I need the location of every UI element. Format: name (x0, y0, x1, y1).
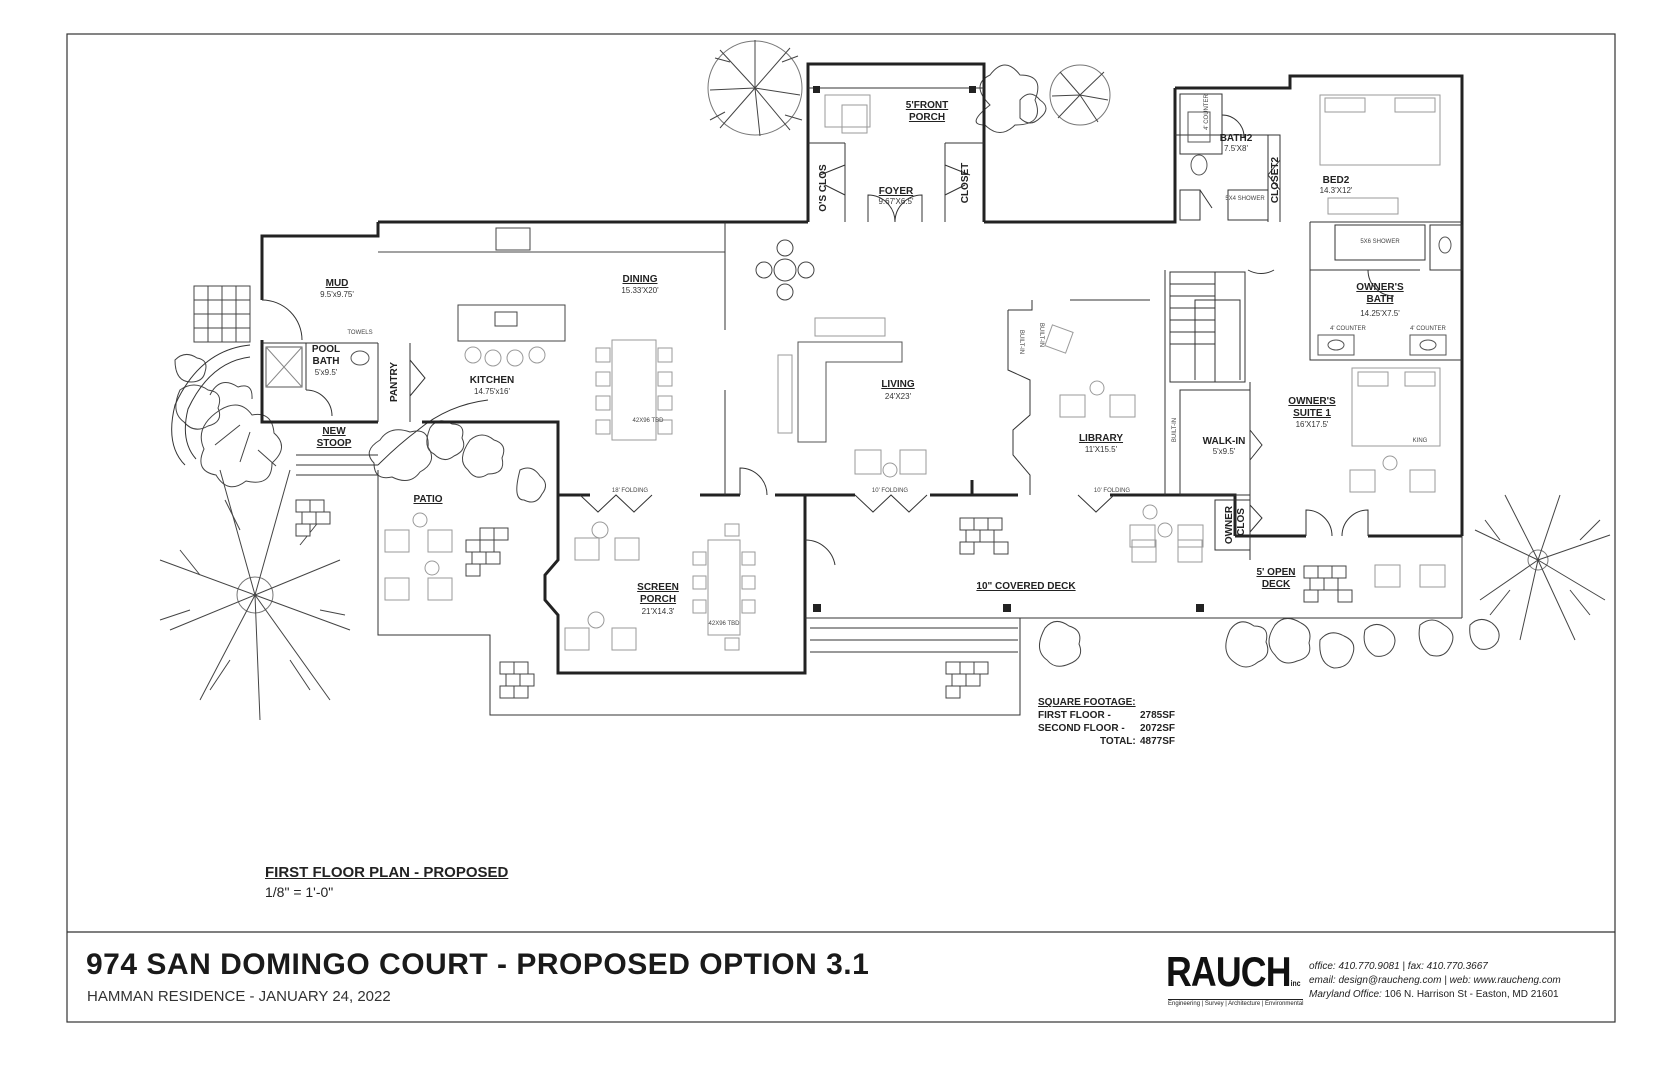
open-deck-label: 5' OPEN (1256, 567, 1295, 578)
patio-label: PATIO (413, 494, 442, 505)
foyer-label: FOYER (879, 186, 914, 197)
towels-label: TOWELS (347, 330, 372, 336)
landscape-trees (159, 40, 1611, 721)
bath2-label: BATH2 (1220, 133, 1253, 144)
plan-scale: 1/8" = 1'-0" (265, 884, 334, 900)
sqft-first-floor-value: 2785SF (1140, 710, 1176, 721)
sheet-subtitle: HAMMAN RESIDENCE - JANUARY 24, 2022 (87, 988, 391, 1005)
owners-bath-label: OWNER'S (1356, 282, 1404, 293)
walk-in-dim: 5'x9.5' (1213, 447, 1236, 456)
sqft-total-label: TOTAL: (1100, 736, 1136, 747)
contact-email-text: email: design@raucheng.com | web: www.ra… (1309, 975, 1561, 986)
sqft-heading: SQUARE FOOTAGE: (1038, 697, 1136, 708)
dining-label: DINING (623, 274, 658, 285)
logo-tagline: Engineering | Survey | Architecture | En… (1168, 999, 1304, 1007)
owners-suite-label-2: SUITE 1 (1293, 408, 1331, 419)
interior-walls (262, 93, 1463, 560)
bed2-dim: 14.3'X12' (1320, 186, 1353, 195)
bed2-label: BED2 (1323, 175, 1350, 186)
sqft-total-value: 4877SF (1140, 736, 1176, 747)
sqft-second-floor-label: SECOND FLOOR - (1038, 723, 1125, 734)
paver-clusters (193, 285, 1353, 699)
logo-suffix: inc (1290, 979, 1301, 988)
counter-label-a: 4' COUNTER (1204, 93, 1210, 129)
contact-office: Maryland Office: 106 N. Harrison St - Ea… (1309, 989, 1559, 1000)
living-label: LIVING (881, 379, 915, 390)
new-stoop-label-2: STOOP (317, 438, 352, 449)
patio-outline (377, 470, 1021, 716)
covered-deck-label: 10" COVERED DECK (976, 581, 1076, 592)
rauch-logo: RAUCHinc (1166, 948, 1300, 996)
closet-label: CLOSET (960, 163, 971, 204)
dining-table-label: 42X96 TBD (633, 418, 665, 424)
dining-dim: 15.33'X20' (621, 286, 659, 295)
mud-label: MUD (326, 278, 349, 289)
walk-in-label: WALK-IN (1203, 436, 1246, 447)
counter-label-c: 4' COUNTER (1410, 326, 1446, 332)
owners-suite-label: OWNER'S (1288, 396, 1336, 407)
built-in-label-b: BUILT-IN (1038, 323, 1044, 347)
structure-posts (813, 86, 1204, 612)
kitchen-label: KITCHEN (470, 375, 514, 386)
closet2-label: CLOSET2 (1270, 157, 1281, 204)
sheet-border (66, 33, 1616, 1023)
room-labels: 5'FRONT PORCH FOYER 9.67'X6.5' O'S CLOS … (312, 93, 1447, 627)
shower-label-b: 5X6 SHOWER (1360, 239, 1400, 245)
owners-bath-dim: 14.25'X7.5' (1360, 309, 1400, 318)
porch-table-label: 42X96 TBD (709, 621, 741, 627)
sqft-first-floor-label: FIRST FLOOR - (1038, 710, 1111, 721)
contact-email: email: design@raucheng.com | web: www.ra… (1309, 975, 1561, 986)
stoop-steps (171, 344, 1018, 653)
screen-porch-dim: 21'X14.3' (642, 607, 675, 616)
plan-title: FIRST FLOOR PLAN - PROPOSED (265, 864, 509, 881)
front-porch-label-2: PORCH (909, 112, 945, 123)
contact-phone: office: 410.770.9081 | fax: 410.770.3667 (1309, 961, 1488, 972)
folding-door-label-c: 10' FOLDING (1094, 488, 1130, 494)
kitchen-dim: 14.75'x16' (474, 387, 510, 396)
new-stoop-label: NEW (322, 426, 346, 437)
built-in-label-c: BUILT-IN (1172, 418, 1178, 442)
contact-phone-text: office: 410.770.9081 | fax: 410.770.3667 (1309, 961, 1488, 972)
pantry-label: PANTRY (389, 362, 400, 402)
folding-door-label-b: 10' FOLDING (872, 488, 908, 494)
built-in-label-a: BUILT-IN (1018, 330, 1024, 354)
living-dim: 24'X23' (885, 392, 912, 401)
contact-office-address: 106 N. Harrison St - Easton, MD 21601 (1384, 989, 1559, 1000)
king-bed-label: KING (1413, 438, 1428, 444)
pool-bath-dim: 5'x9.5' (315, 368, 338, 377)
sqft-second-floor-value: 2072SF (1140, 723, 1176, 734)
sheet-title: 974 SAN DOMINGO COURT - PROPOSED OPTION … (86, 948, 870, 981)
bath2-dim: 7.5'X8' (1224, 144, 1248, 153)
owner-closet-label-2: CLOS (1236, 508, 1247, 536)
logo-text: RAUCH (1166, 948, 1292, 995)
open-deck-label-2: DECK (1262, 579, 1291, 590)
os-closet-label: O'S CLOS (818, 164, 829, 212)
contact-office-label: Maryland Office: (1309, 989, 1382, 1000)
pool-bath-label-2: BATH (312, 356, 339, 367)
owners-suite-dim: 16'X17.5' (1296, 420, 1329, 429)
counter-label-b: 4' COUNTER (1330, 326, 1366, 332)
screen-porch-label-2: PORCH (640, 594, 676, 605)
owners-bath-label-2: BATH (1366, 294, 1393, 305)
mud-dim: 9.5'x9.75' (320, 290, 354, 299)
shower-label-a: 5X4 SHOWER (1225, 196, 1265, 202)
furniture (265, 94, 1452, 651)
folding-door-label-a: 18' FOLDING (612, 488, 648, 494)
front-porch-label: 5'FRONT (906, 100, 948, 111)
pool-bath-label: POOL (312, 344, 340, 355)
library-label: LIBRARY (1079, 433, 1123, 444)
door-swings (261, 114, 1395, 566)
library-dim: 11'X15.5' (1085, 445, 1118, 454)
foyer-dim: 9.67'X6.5' (878, 197, 914, 206)
owner-closet-label: OWNER (1224, 505, 1235, 544)
screen-porch-label: SCREEN (637, 582, 679, 593)
